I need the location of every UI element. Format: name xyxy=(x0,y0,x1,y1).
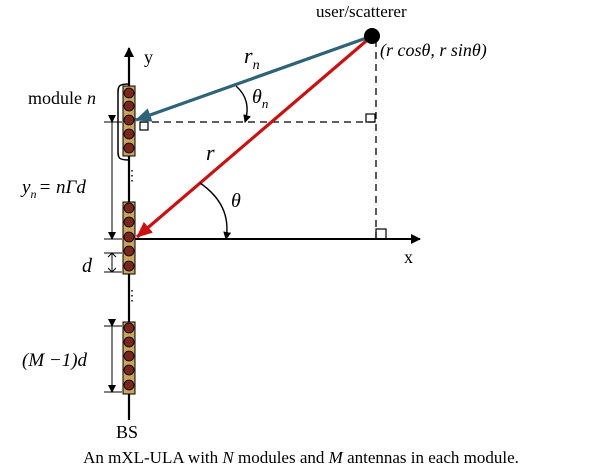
d-arrow xyxy=(107,252,117,258)
module-last xyxy=(122,321,136,395)
m-minus-1-label: (M −1)d xyxy=(22,350,88,371)
rn-label: rn xyxy=(244,43,260,73)
module-n xyxy=(122,85,136,157)
theta-n-arc xyxy=(235,85,251,123)
ellipsis-dots: ⋮ xyxy=(125,169,139,184)
user-label: user/scatterer xyxy=(316,2,407,21)
right-angle-marker xyxy=(375,228,387,240)
user-scatterer-dot xyxy=(364,28,380,44)
ray-rn xyxy=(135,34,373,122)
x-axis-label: x xyxy=(404,247,413,267)
ellipsis-dots: ⋮ xyxy=(125,289,139,304)
yn-label: yn= nΓd xyxy=(20,177,86,201)
r-label: r xyxy=(206,140,215,165)
figure-caption: An mXL-ULA with N modules and M antennas… xyxy=(83,448,519,467)
theta-arc xyxy=(199,182,232,240)
module-origin xyxy=(122,201,136,275)
theta-label: θ xyxy=(231,190,241,212)
d-arrow xyxy=(107,267,117,273)
right-angle-marker xyxy=(365,113,376,123)
ray-r xyxy=(135,34,374,239)
y-axis-label: y xyxy=(144,47,153,67)
theta-n-label: θn xyxy=(252,86,268,111)
d-label: d xyxy=(82,255,93,277)
bs-label: BS xyxy=(116,422,138,442)
right-angle-marker xyxy=(139,121,149,131)
diagram-svg: y x BS ⋮ ⋮ xyxy=(20,2,487,442)
position-label: (r cosθ, r sinθ) xyxy=(380,40,487,61)
